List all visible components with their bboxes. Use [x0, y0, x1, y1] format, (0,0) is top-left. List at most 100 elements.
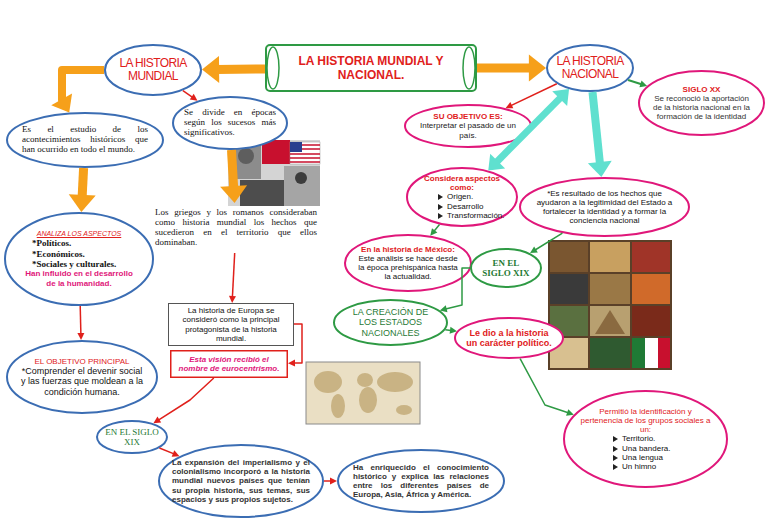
connector — [440, 268, 470, 312]
connector — [530, 233, 562, 253]
collage-tile — [590, 306, 630, 336]
arrow-head — [51, 93, 72, 112]
arrow-head — [505, 102, 513, 108]
crowd-photo — [240, 180, 284, 206]
note-box: Esta visión recibió el nombre de eurocen… — [170, 350, 288, 378]
node-text: *Es resultado de los hechos que ayudaron… — [535, 189, 674, 226]
connector-line — [593, 92, 601, 164]
arrow-head — [202, 56, 219, 83]
ellipse-shape — [547, 45, 633, 91]
concept-oval: LA CREACIÓN DE LOS ESTADOS NACIONALES — [333, 299, 448, 346]
node-text: Interpretar el pasado de un país. — [416, 121, 520, 139]
collage-tile — [632, 306, 670, 336]
ellipse-shape — [455, 318, 563, 358]
node-text: LA HISTORIA MUNDIAL — [108, 57, 198, 83]
map-land — [359, 387, 377, 413]
ellipse-shape — [7, 113, 163, 167]
connector — [229, 253, 236, 303]
connector — [153, 378, 213, 423]
ellipse-shape — [97, 421, 167, 453]
node-text: LA HISTORIA NACIONAL — [549, 55, 631, 81]
soldier-photo — [284, 166, 320, 206]
period-oval: EN EL SIGLO XIX — [96, 420, 168, 454]
connector-line — [79, 306, 81, 334]
arrow-head — [220, 185, 247, 203]
concept-oval: Le dio a la historia un carácter polític… — [454, 317, 564, 359]
collage-tile — [632, 274, 670, 304]
arrow-head — [172, 450, 180, 456]
arrow-head — [330, 478, 337, 485]
connector-line — [232, 253, 234, 297]
ellipse-shape — [564, 391, 727, 487]
list-item: Transformación. — [436, 211, 505, 220]
ellipse-shape — [5, 213, 153, 305]
concept-oval: Ha enriquecido el conocimiento histórico… — [337, 449, 505, 513]
rect-shape — [169, 304, 294, 346]
arrow-head — [229, 296, 236, 303]
ellipse-shape — [338, 450, 504, 512]
node-text: EN EL SIGLO XIX — [478, 258, 534, 279]
flag-band — [632, 338, 645, 368]
title-banner: LA HISTORIA MUNDIAL Y NACIONAL. — [265, 44, 477, 92]
arrow-head — [440, 305, 448, 312]
collage-tile — [590, 274, 630, 304]
list-oval: Permitió la identificación y pertenencia… — [563, 390, 728, 488]
node-text: Esta visión recibió el nombre de eurocen… — [176, 355, 282, 373]
node-text: *Comprender el devenir social y las fuer… — [20, 366, 144, 397]
map-land — [314, 371, 342, 393]
concept-oval: *Es resultado de los hechos que ayudaron… — [519, 177, 690, 237]
connector — [159, 448, 179, 457]
connector — [488, 89, 569, 170]
node-text: EN EL SIGLO XIX — [102, 427, 162, 448]
concept-oval: EL OBJETIVO PRINCIPAL*Comprender el deve… — [6, 340, 158, 414]
node-heading: SU OBJETIVO ES: — [433, 112, 502, 121]
connector — [477, 55, 546, 82]
node-text: La historia de Europa se consideró como … — [174, 306, 288, 343]
ellipse-shape — [471, 249, 541, 287]
connector — [220, 150, 247, 203]
mexico-photo-collage — [548, 240, 672, 370]
node-text: Le dio a la historia un carácter polític… — [464, 328, 554, 349]
map-frame — [306, 362, 420, 424]
connector-line — [511, 84, 557, 106]
concept-oval: En la historia de México:Este análisis s… — [344, 234, 472, 292]
connector-line — [159, 448, 174, 454]
ellipse-shape — [407, 168, 517, 226]
arrow-head — [588, 161, 612, 177]
arrow-head — [69, 194, 96, 212]
connector-line — [496, 97, 561, 162]
flag-canton — [290, 142, 302, 152]
arrow-head — [639, 81, 647, 88]
collage-tile — [550, 274, 588, 304]
node-text: *Económicos. — [32, 249, 85, 259]
arrow-head — [566, 409, 574, 416]
ellipse-shape — [173, 97, 287, 149]
arrow-head — [450, 327, 457, 334]
connector-line — [217, 65, 266, 74]
soldier-head — [295, 172, 307, 184]
ellipse-shape — [7, 341, 157, 413]
pyramid-picture — [595, 310, 625, 334]
node-heading: Permitió la identificación y pertenencia… — [579, 407, 712, 435]
connector — [183, 91, 198, 101]
ellipse-shape — [334, 300, 447, 345]
list-oval: Considera aspectos como:Origen.Desarroll… — [406, 167, 518, 227]
connector-line — [324, 480, 331, 482]
node-text: Los griegos y los romanos consideraban c… — [155, 208, 317, 248]
collage-frame — [548, 240, 672, 370]
arrow-head — [530, 246, 538, 253]
connector-line — [477, 64, 532, 73]
arrow-head — [288, 360, 295, 367]
connector — [288, 324, 302, 367]
list-item: Una bandera. — [611, 444, 670, 453]
node-heading: Considera aspectos como: — [416, 174, 508, 192]
node-text: *Políticos. — [32, 238, 71, 248]
connector-line — [183, 91, 193, 98]
map-land — [357, 373, 373, 387]
connector-line — [445, 329, 451, 331]
portrait-head — [238, 148, 254, 164]
node-text: Ha enriquecido el conocimiento histórico… — [353, 463, 489, 500]
collage-tile — [590, 242, 630, 272]
concept-oval: Se divide en épocas según los sucesos má… — [172, 96, 288, 150]
